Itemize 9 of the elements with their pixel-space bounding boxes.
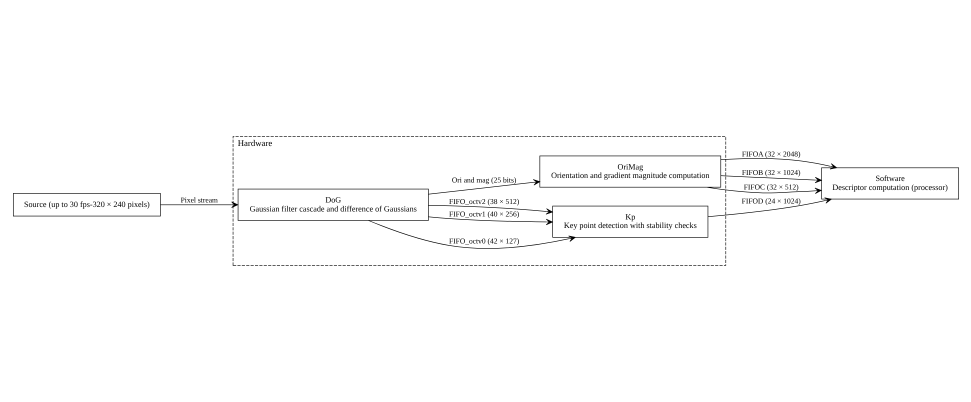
arrow [428,179,540,194]
arrow [368,220,576,249]
arrow [160,202,238,208]
arrow [720,158,837,170]
arrow [706,186,822,194]
arrow [707,197,832,217]
arrow [720,175,822,184]
arrow [428,205,552,215]
arrow [428,216,552,226]
